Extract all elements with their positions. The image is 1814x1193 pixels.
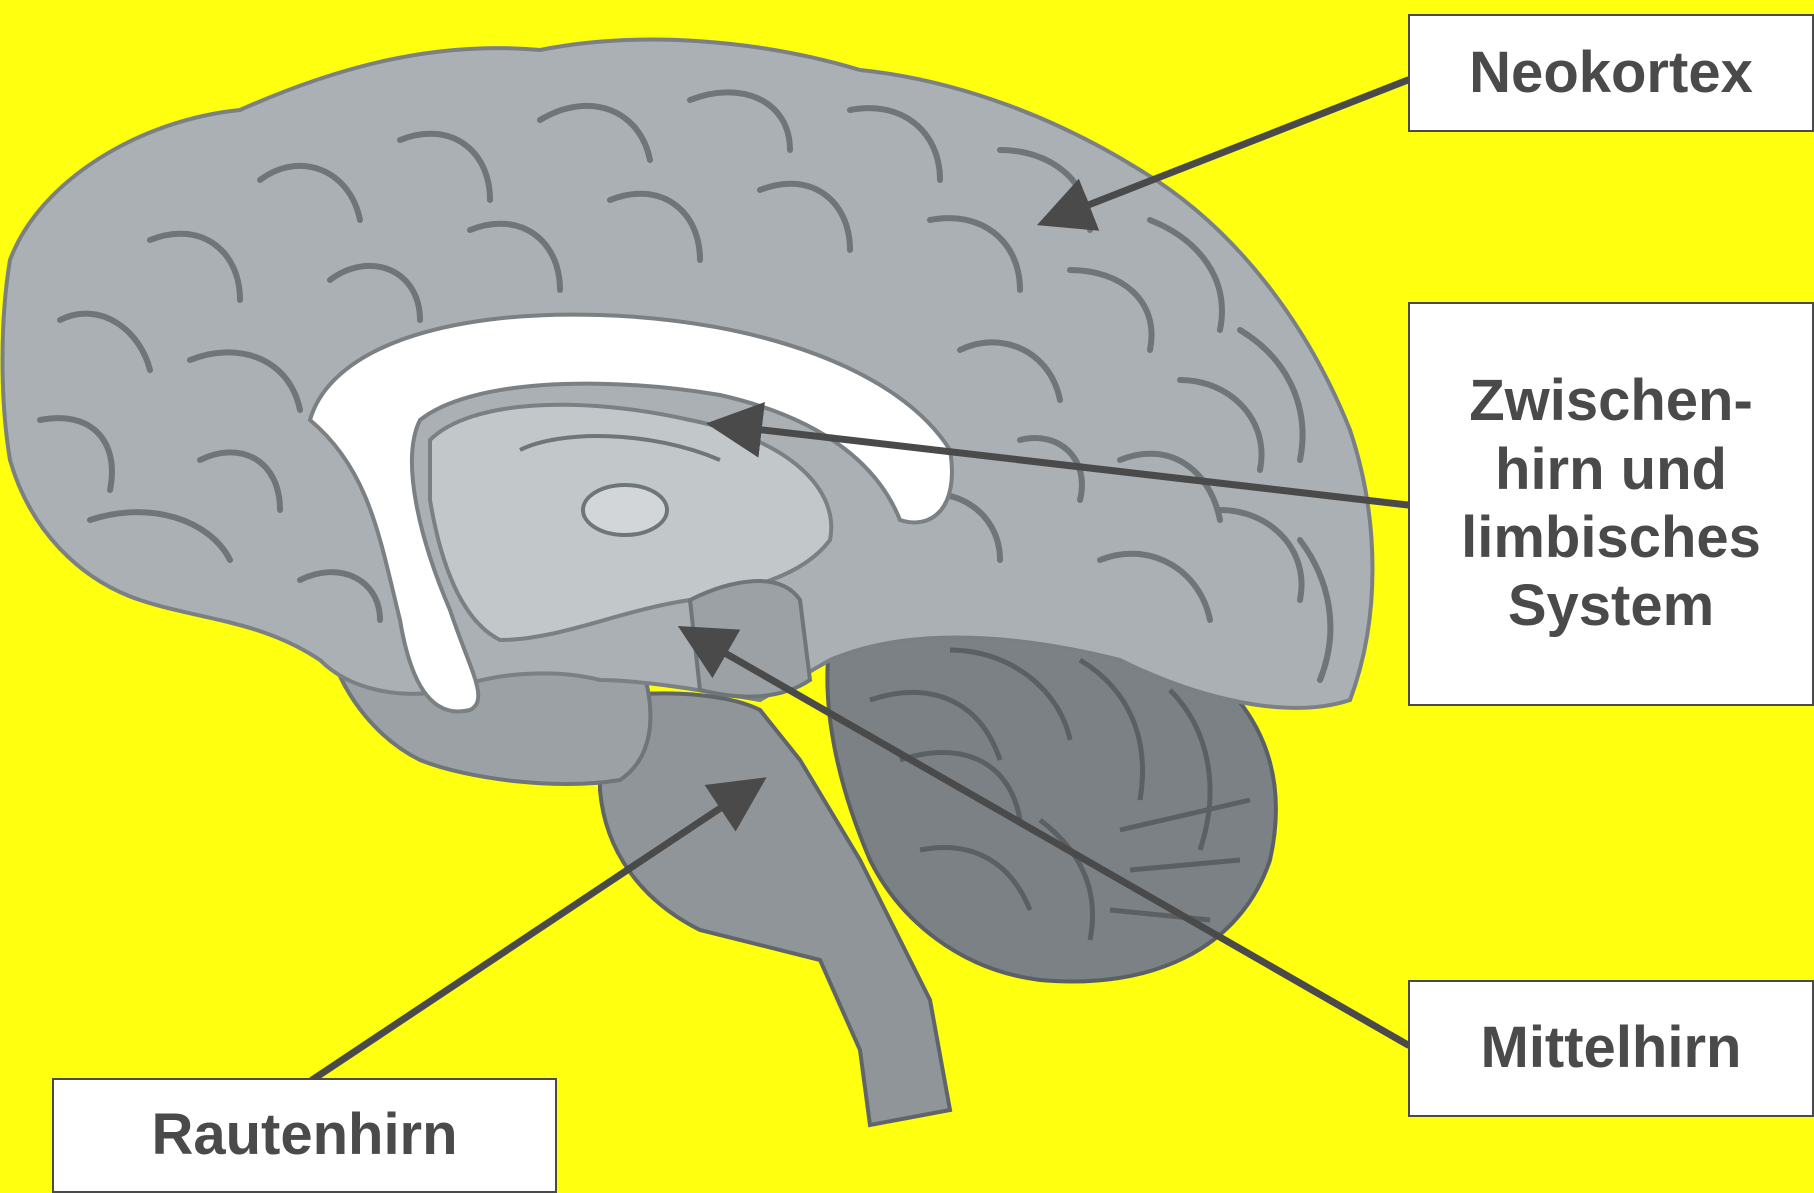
label-mittelhirn-text: Mittelhirn — [1481, 1014, 1742, 1082]
label-mittelhirn: Mittelhirn — [1408, 980, 1814, 1117]
label-zwischenhirn-line-2: hirn und — [1495, 436, 1727, 504]
label-zwischenhirn-line-1: Zwischen- — [1469, 367, 1753, 435]
label-zwischenhirn-line-3: limbisches — [1461, 504, 1761, 572]
label-rautenhirn-text: Rautenhirn — [151, 1101, 457, 1169]
label-neokortex-text: Neokortex — [1469, 39, 1753, 107]
label-zwischenhirn-line-4: System — [1508, 572, 1714, 640]
label-neokortex: Neokortex — [1408, 14, 1814, 132]
midbrain — [690, 581, 810, 697]
thalamus — [583, 485, 667, 535]
arrow-rautenhirn — [312, 785, 755, 1080]
label-zwischenhirn: Zwischen- hirn und limbisches System — [1408, 302, 1814, 706]
label-rautenhirn: Rautenhirn — [52, 1078, 557, 1193]
